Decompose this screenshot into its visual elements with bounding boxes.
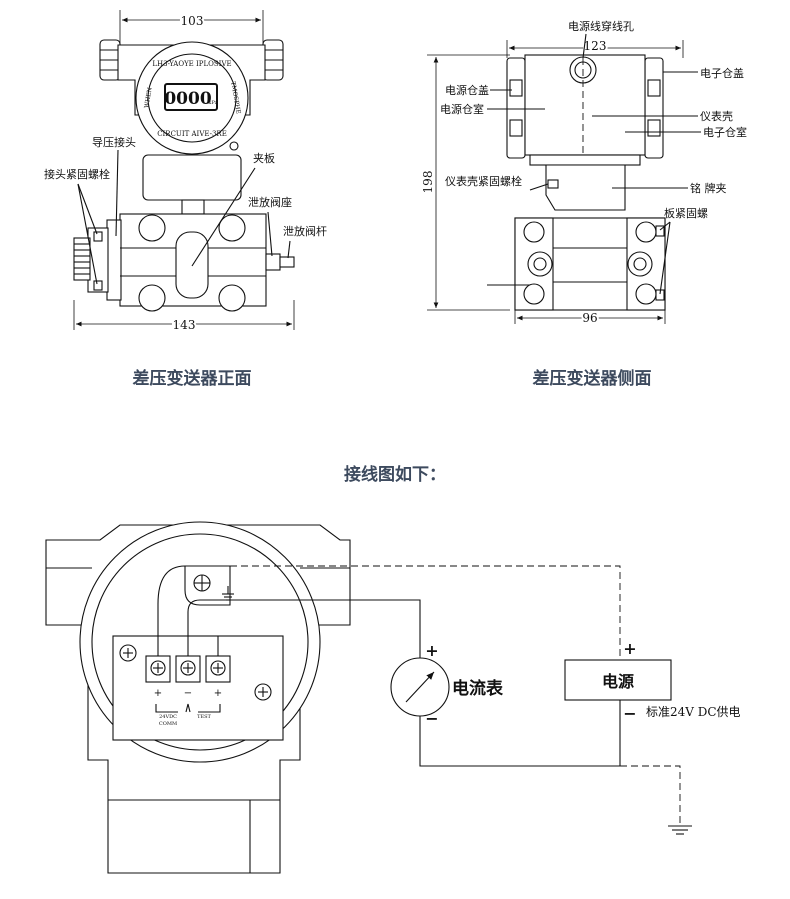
label-plate-bolt: 板紧固螺 [664,206,708,220]
electronics-block [142,154,242,201]
label-nameplate-clip: 铭 牌夹 [690,181,727,195]
label-vent-stem: 泄放阀杆 [283,224,327,238]
terminal-note-test: TEST [197,714,211,720]
front-dim-top: 103 [181,14,204,28]
ring-text-top: LH3-YAOYE IPLOSIVE [152,60,231,68]
power-cover-rib [509,79,523,97]
terminal-minus-sign: − [184,688,192,699]
side-neck [545,164,626,211]
side-dim-top: 123 [584,39,607,53]
label-fitting-bolt: 接头紧固螺栓 [44,167,110,181]
label-power-cover: 电源仓盖 [445,83,489,97]
vent-stem [279,256,295,268]
front-view-caption: 差压变送器正面 [133,368,252,389]
label-cable-hole: 电源线穿线孔 [568,19,634,33]
label-vent-seat: 泄放阀座 [248,195,292,209]
lcd-unit: kPa [208,100,217,106]
power-plus: + [623,639,636,658]
cover-lock-screw [229,141,239,151]
electronic-cover-rib [647,79,661,97]
ring-text-bottom: CIRCUIT AIVE-3RE [157,130,227,138]
fitting-bolt-bottom [93,280,103,291]
flange-bolt [138,284,166,312]
lcd-value: 0000 [164,89,211,109]
pressure-fitting [73,237,91,281]
terminal-note-24vdc: 24VDC [159,714,177,720]
power-note: 标准24V DC供电 [646,705,741,719]
power-supply [564,659,672,701]
front-view: 103 LH3-YAOYE IPLOSIVE CIRCUIT AIVE-3RE … [44,10,327,389]
electronic-cover-rib [647,119,661,137]
ammeter-minus: − [425,709,438,728]
terminal-board [112,635,284,741]
side-view: 123 198 96 [419,19,747,389]
side-dim-left: 198 [421,171,435,194]
label-housing-bolt: 仪表壳紧固螺栓 [445,174,522,188]
fitting-bolt-top [93,231,103,242]
side-dim-bottom: 96 [582,311,597,325]
plate-bolt-top [655,225,665,237]
housing-base [529,154,641,166]
flange-bolt [218,214,246,242]
housing-bolt [547,179,559,189]
vent-seat [265,253,281,271]
terminal-test-plus-sign: + [214,688,222,699]
label-power-chamber: 电源仓室 [440,102,484,116]
power-cover [506,57,526,159]
plate-bolt-bottom [655,289,665,301]
neck [181,199,205,215]
wiring-diagram: 接线图如下： + − + 24VDC COMM TEST [45,464,741,874]
terminal-plus-sign: + [154,688,162,699]
label-housing: 仪表壳 [700,109,733,123]
power-cover-rib [509,119,523,137]
lcd-display [164,83,218,111]
ring-text-left: WHEN [143,87,154,109]
flange-bolt [218,284,246,312]
terminal-note-comm: COMM [159,721,177,727]
side-view-caption: 差压变送器侧面 [533,368,652,389]
left-end-plate [106,219,122,301]
power-label: 电源 [602,672,634,691]
ammeter-label: 电流表 [452,678,504,699]
electronic-cover [644,57,664,159]
label-pressure-fitting: 导压接头 [92,136,136,149]
flange-bolt [138,214,166,242]
front-cover-inner [147,53,237,143]
label-clamp: 夹板 [253,151,275,165]
label-electronic-chamber: 电子仓室 [703,125,747,139]
front-dim-bottom: 143 [173,318,196,332]
power-minus: − [623,704,636,723]
wiring-title: 接线图如下： [344,464,446,485]
label-electronic-cover: 电子仓盖 [700,66,744,80]
ammeter-plus: + [425,641,438,660]
